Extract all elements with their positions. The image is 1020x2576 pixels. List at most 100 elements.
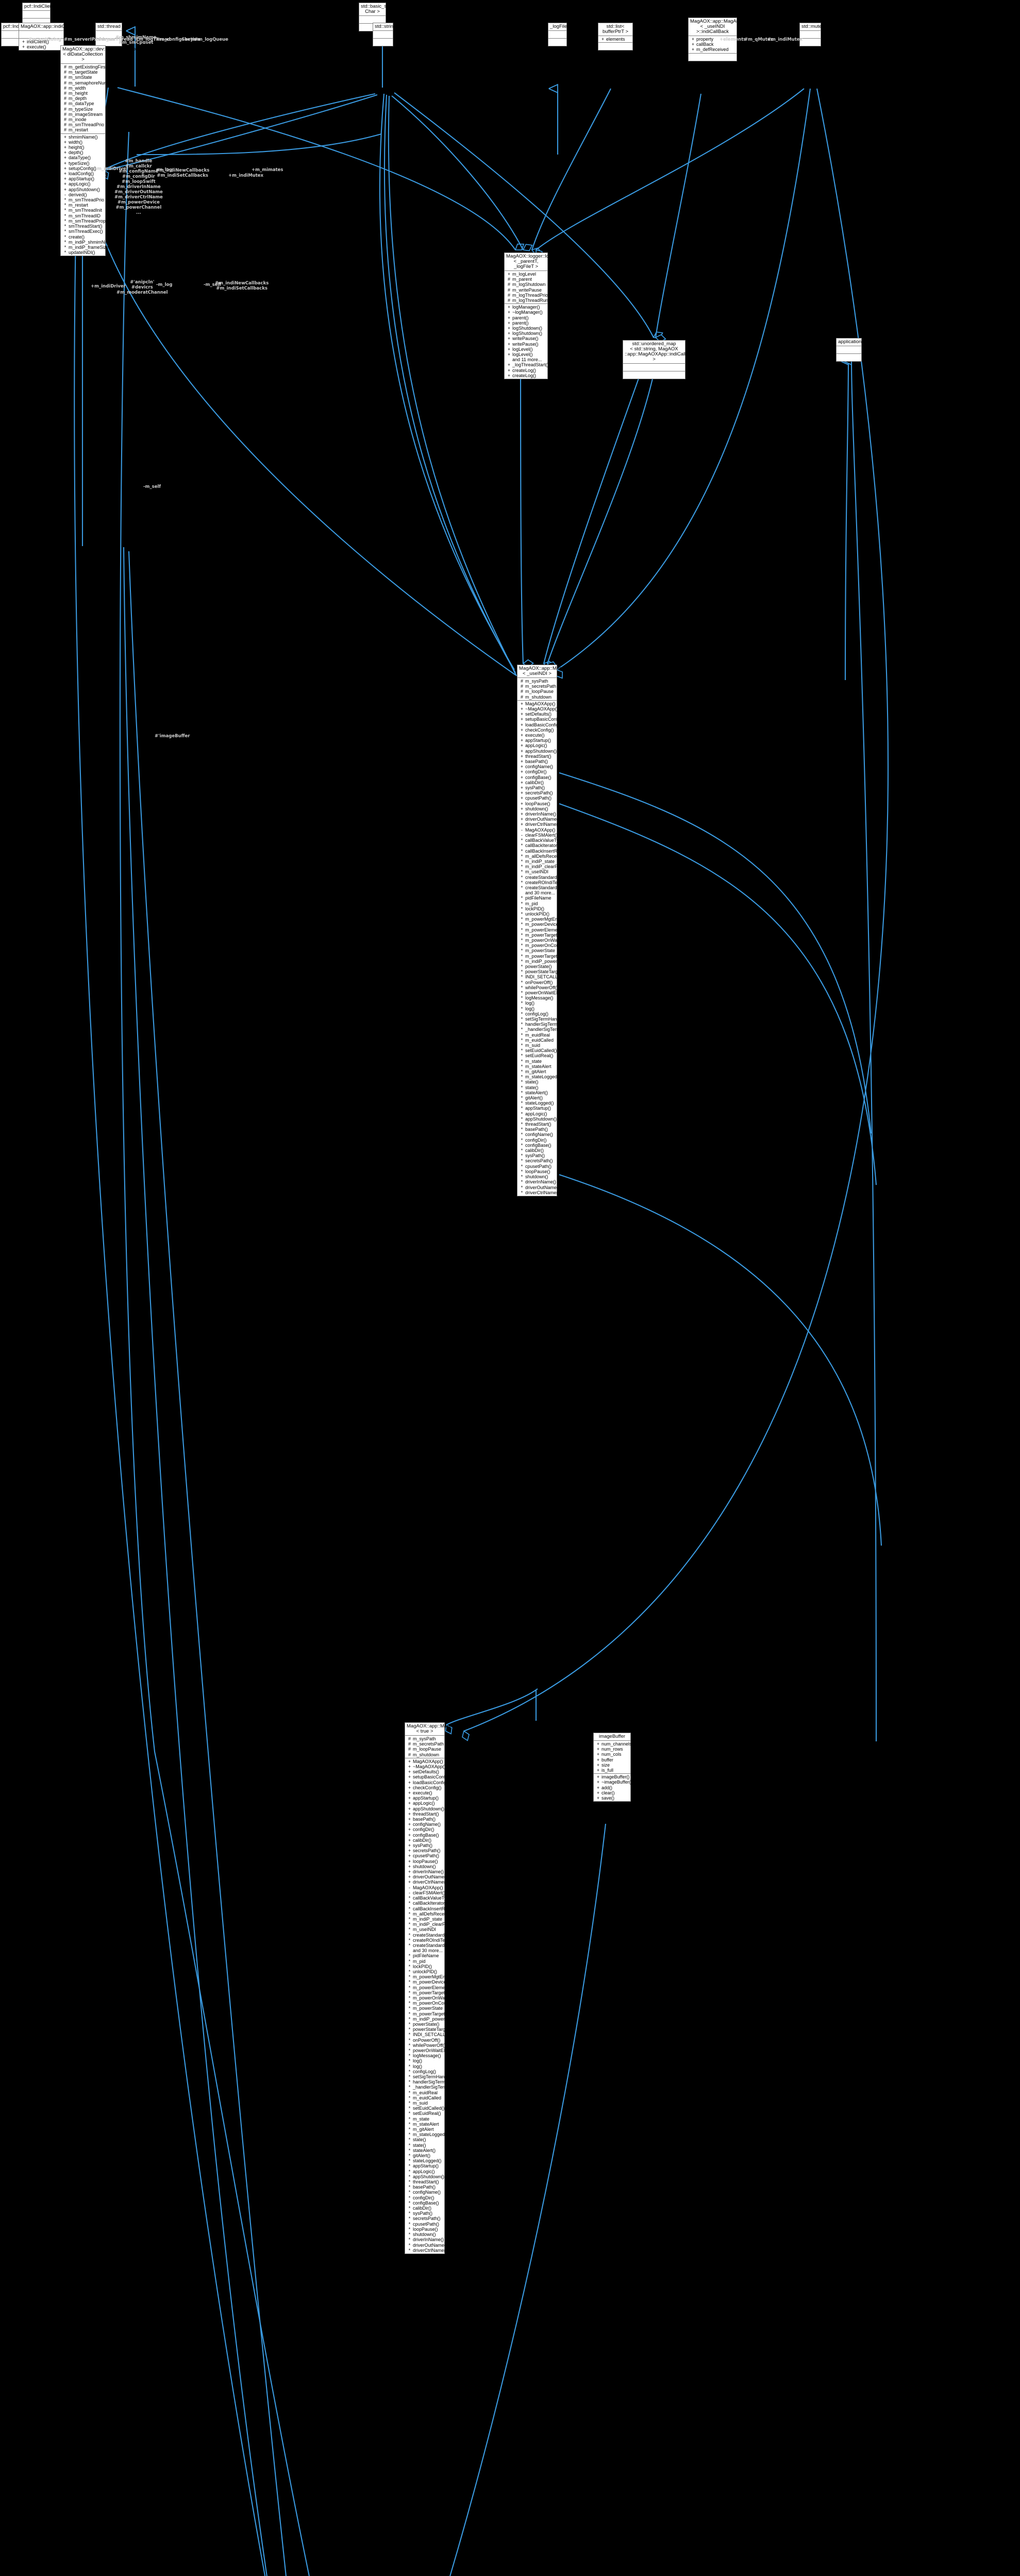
member-row: *m_smThreadInit: [61, 208, 105, 213]
member-row: *m_euidCalled: [405, 2095, 444, 2100]
visibility-marker: +: [520, 785, 524, 791]
class-node-magaoxapp_main[interactable]: MagAOX::app::MagAOXApp < _useINDI >#m_sy…: [517, 665, 589, 1196]
class-node-magaoxapp_lower[interactable]: MagAOX::app::MagAOXApp < true >#m_sysPat…: [405, 1722, 476, 2254]
visibility-marker: *: [521, 1016, 523, 1022]
member-name: log(): [413, 2063, 423, 2069]
visibility-marker: *: [408, 2011, 411, 2016]
member-row: +secretsPath(): [405, 1848, 444, 1853]
class-node-title: _logFileT: [548, 23, 570, 31]
visibility-marker: +: [408, 1811, 411, 1817]
member-row: *log(): [405, 2058, 444, 2063]
class-node-std_basic_string[interactable]: std::basic_string< Char >: [359, 3, 399, 31]
member-name: handlerSigTerm(): [525, 1022, 561, 1027]
member-name: cpusetPath(): [413, 1853, 440, 1859]
member-name: m_powerState: [413, 2006, 443, 2011]
member-row: *m_pid: [517, 901, 557, 906]
member-name: m_indiP_clearFSMAlert: [525, 864, 574, 870]
class-node-shmimmonitor[interactable]: MagAOX::app::dev::shmimMonitor < dlDataC…: [60, 45, 137, 257]
member-name: state(): [413, 2137, 426, 2143]
member-row: *appStartup(): [405, 2163, 444, 2168]
member-name: logManager(): [512, 304, 540, 310]
class-node-std_list_bufferptr[interactable]: std::list< bufferPtrT >+elements: [598, 23, 633, 51]
class-node-imagebuffer[interactable]: imageBuffer+num_channels+num_rows+num_co…: [593, 1733, 632, 1802]
class-node-title: application: [837, 338, 861, 346]
member-row: +configName(): [405, 1822, 444, 1827]
visibility-marker: *: [408, 2074, 411, 2079]
visibility-marker: *: [408, 2127, 411, 2132]
class-node-section-1: +MagAOXApp()+~MagAOXApp()+setDefaults()+…: [405, 1758, 476, 2253]
member-row: *setSigTermHandler(): [517, 1016, 568, 1022]
class-node-std_mutex[interactable]: std::mutex: [799, 23, 824, 46]
class-node-unordered_map[interactable]: std::unordered_map < std::string, MagAOX…: [623, 340, 696, 379]
visibility-marker: *: [521, 1168, 523, 1174]
edge-label: +elements: [720, 37, 746, 42]
visibility-marker: *: [521, 922, 523, 927]
member-row: *unlockPID(): [517, 911, 557, 917]
visibility-marker: *: [521, 937, 523, 943]
member-name: buffer: [601, 1757, 613, 1762]
member-name: logLevel(): [512, 352, 533, 358]
visibility-marker: *: [408, 2100, 411, 2106]
member-name: configLog(): [413, 2069, 437, 2074]
member-name: powerOnWaitElapsed(): [413, 2047, 461, 2053]
member-row: *m_powerTargetElement: [405, 1990, 462, 1995]
member-row: *m_powerElement: [517, 927, 561, 933]
class-node-logmanager[interactable]: MagAOX::logger::logManager < _parentT, _…: [504, 252, 571, 380]
member-row: *onPowerOff(): [517, 980, 557, 985]
visibility-marker: *: [408, 1969, 411, 1974]
member-name: appShutdown(): [525, 748, 557, 754]
edge-label: +keys: [181, 37, 196, 42]
member-row: *m_indiP_powerChannel: [517, 959, 575, 964]
class-node-pcf_indiclient[interactable]: pcf::IndiClient: [22, 3, 54, 26]
class-node-magaox_indiclient[interactable]: MagAOX::app::indiClient+indiClient()+exe…: [19, 23, 74, 51]
member-name: lockPID(): [525, 906, 545, 911]
member-row: #m_height: [61, 91, 105, 96]
member-name: checkConfig(): [525, 727, 554, 733]
member-row: *setEuidCalled(): [405, 2106, 445, 2111]
member-row: +parent(): [505, 315, 547, 320]
class-node-section-1: [800, 39, 821, 46]
member-name: m_inode: [69, 117, 87, 123]
visibility-marker: *: [408, 2121, 411, 2127]
member-name: appStartup(): [525, 1106, 551, 1111]
visibility-marker: *: [408, 1990, 411, 1995]
member-name: loopPause(): [525, 801, 550, 806]
member-row: *configBase(): [517, 1143, 557, 1148]
edge-label: #'anipcln' #devicrs #m_moderatChannel: [116, 280, 168, 295]
class-node-std_string[interactable]: std::string: [373, 23, 396, 46]
member-name: writePause(): [512, 341, 539, 347]
member-row: +secretsPath(): [517, 790, 557, 795]
visibility-marker: *: [408, 2053, 411, 2059]
member-row: *log(): [517, 1001, 557, 1006]
member-row: +configBase(): [517, 775, 557, 780]
member-name: pidFileName: [413, 1953, 439, 1959]
member-name: m_smThreadInit: [69, 208, 103, 213]
visibility-marker: *: [521, 1106, 523, 1111]
visibility-marker: *: [521, 1022, 523, 1027]
visibility-marker: *: [521, 917, 523, 922]
class-node-application[interactable]: application: [836, 338, 862, 362]
visibility-marker: *: [521, 879, 523, 885]
member-row: #m_restart: [61, 127, 105, 132]
member-row: *m_euidReal: [517, 1032, 557, 1038]
member-name: configBase(): [413, 1832, 439, 1838]
visibility-marker: *: [408, 1927, 411, 1933]
visibility-marker: *: [408, 2042, 411, 2048]
visibility-marker: +: [408, 1817, 411, 1822]
member-row: *log(): [405, 2064, 444, 2069]
visibility-marker: *: [408, 2153, 411, 2159]
class-node-logfilet[interactable]: _logFileT: [548, 23, 570, 46]
member-name: createStandardIndiNumber(): [413, 1942, 472, 1948]
visibility-marker: *: [408, 1911, 411, 1917]
class-node-section-0: [800, 31, 821, 39]
class-node-indicallback[interactable]: MagAOX::app::MagAOXApp < _useINDI >::ind…: [688, 18, 752, 61]
member-row: *setEuidReal(): [405, 2111, 444, 2116]
visibility-marker: +: [507, 352, 511, 358]
member-row: +appLogic(): [405, 1801, 444, 1806]
member-name: loopPause(): [525, 1168, 550, 1174]
visibility-marker: -: [64, 192, 66, 197]
member-row: +cpusetPath(): [517, 795, 557, 801]
class-node-std_thread[interactable]: std::thread: [95, 23, 122, 46]
member-row: *INDI_SETCALLBACK_DECL(): [517, 974, 589, 979]
visibility-marker: +: [507, 336, 511, 342]
